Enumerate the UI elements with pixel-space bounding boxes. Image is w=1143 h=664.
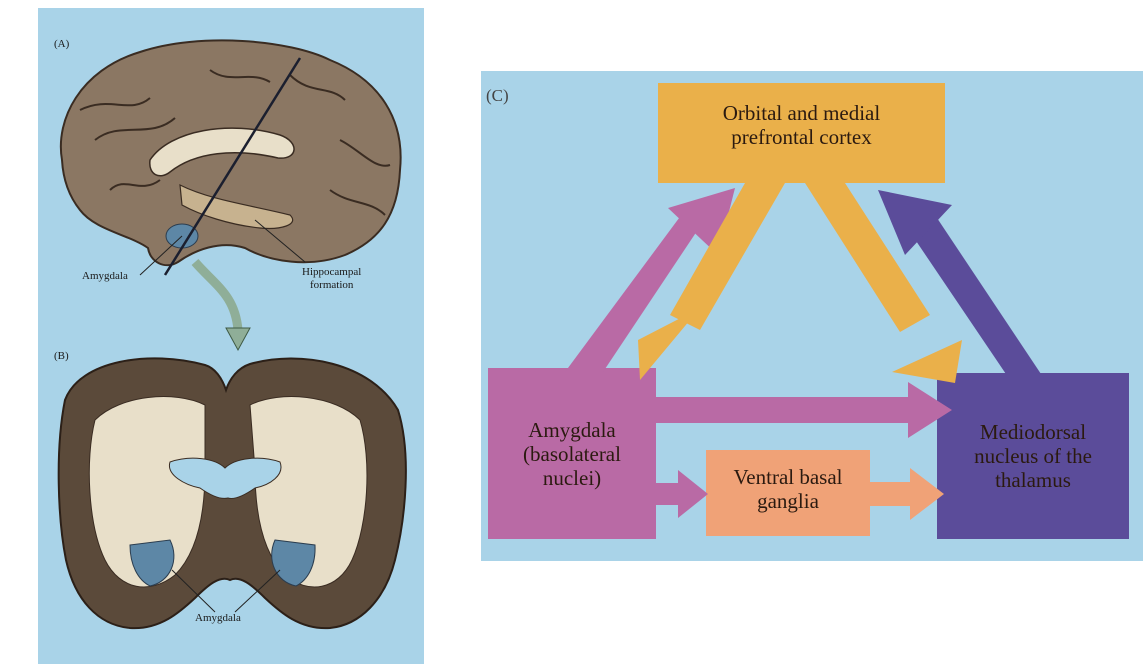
amygdala-line2: (basolateral [488, 442, 656, 466]
prefrontal-line1: Orbital and medial [658, 101, 945, 125]
amygdala-text: Amygdala (basolateral nuclei) [488, 418, 656, 490]
arrow-ventral-basal-to-mediodorsal [870, 468, 944, 520]
mediodorsal-text: Mediodorsal nucleus of the thalamus [937, 420, 1129, 492]
ventral-basal-line1: Ventral basal [706, 465, 870, 489]
prefrontal-text: Orbital and medial prefrontal cortex [658, 101, 945, 149]
mediodorsal-line1: Mediodorsal [937, 420, 1129, 444]
ventral-basal-text: Ventral basal ganglia [706, 465, 870, 513]
amygdala-line3: nuclei) [488, 466, 656, 490]
panel-c-label: (C) [486, 86, 509, 106]
ventral-basal-line2: ganglia [706, 489, 870, 513]
amygdala-line1: Amygdala [488, 418, 656, 442]
mediodorsal-line2: nucleus of the [937, 444, 1129, 468]
prefrontal-line2: prefrontal cortex [658, 125, 945, 149]
arrow-amygdala-to-ventral-basal [656, 470, 708, 518]
mediodorsal-line3: thalamus [937, 468, 1129, 492]
arrow-amygdala-to-mediodorsal [656, 382, 952, 438]
